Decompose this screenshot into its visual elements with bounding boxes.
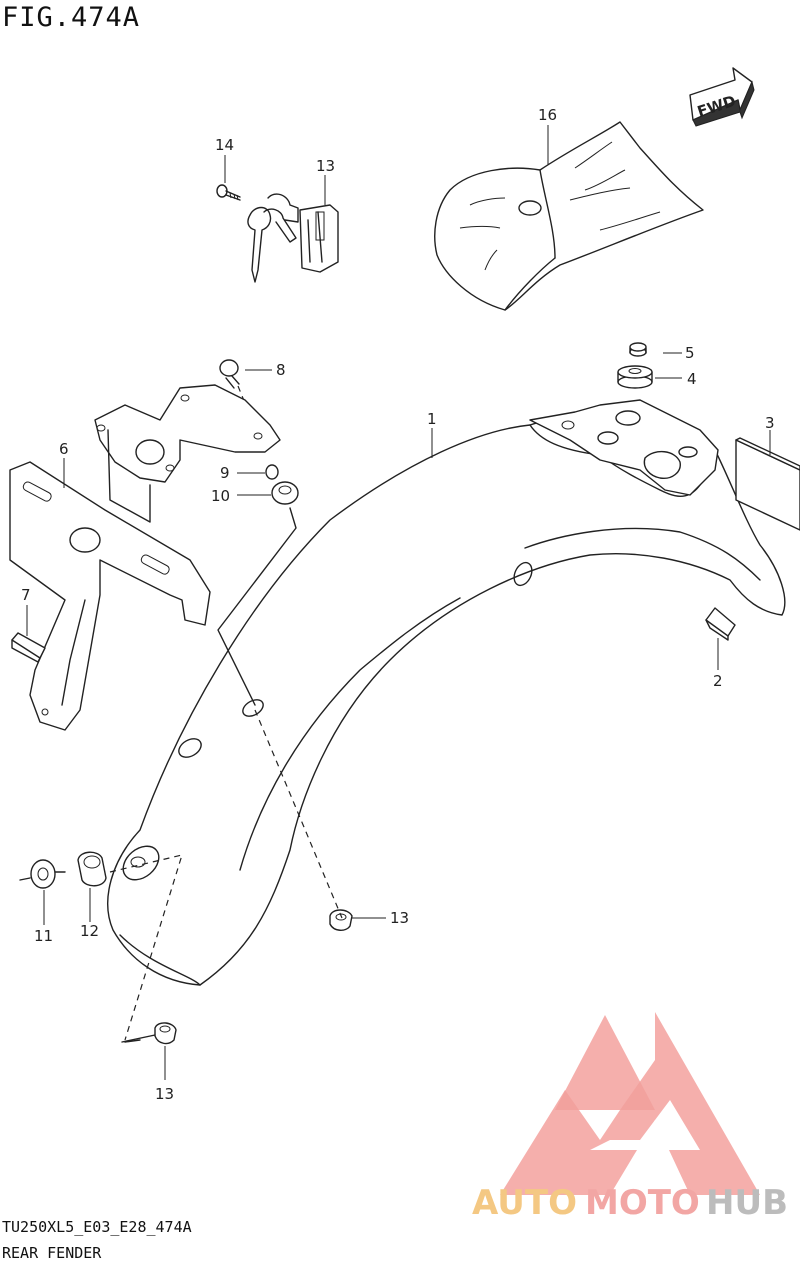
callout-9: 9 — [220, 464, 230, 482]
fwd-arrow-icon: FWD — [689, 67, 755, 127]
diagram-name: REAR FENDER — [2, 1244, 102, 1262]
callout-7: 7 — [21, 586, 31, 604]
callout-13-upper: 13 — [390, 909, 409, 927]
callout-13-lower: 13 — [155, 1085, 174, 1103]
callout-1: 1 — [427, 410, 437, 428]
watermark-moto: MOTO — [585, 1183, 700, 1223]
part-10-grommet — [271, 481, 299, 505]
part-16-cover — [434, 121, 704, 311]
callout-11: 11 — [34, 927, 53, 945]
part-3-plate — [735, 437, 800, 531]
callout-2: 2 — [713, 672, 723, 690]
part-6-license-bracket — [9, 429, 211, 731]
callout-12: 12 — [80, 922, 99, 940]
part-2-pad — [705, 607, 736, 641]
callout-4: 4 — [687, 370, 697, 388]
diagram-code: TU250XL5_E03_E28_474A — [2, 1218, 192, 1236]
figure-title: FIG.474A — [2, 2, 141, 33]
leader-lines — [19, 125, 771, 1080]
part-9-nut — [265, 464, 279, 480]
part-14-lock-set — [247, 193, 339, 283]
watermark-auto: AUTO — [472, 1183, 577, 1223]
part-7-clip — [11, 632, 46, 663]
callout-8: 8 — [276, 361, 286, 379]
callout-16: 16 — [538, 106, 557, 124]
automotohub-logo: AUTO MOTO HUB — [472, 1012, 788, 1223]
callout-5: 5 — [685, 344, 695, 362]
seat-bracket — [94, 384, 281, 483]
part-5-collar — [629, 342, 647, 357]
part-13-nut-upper — [329, 909, 353, 931]
part-13-nut-lower — [154, 1022, 177, 1045]
callout-14: 13 — [316, 157, 335, 175]
part-12-spacer — [77, 851, 107, 887]
callout-15: 14 — [215, 136, 234, 154]
part-15-screw — [216, 184, 241, 201]
callout-3: 3 — [765, 414, 775, 432]
callout-labels: 14 13 16 8 9 10 5 4 3 1 2 6 7 11 12 13 1… — [21, 106, 775, 1103]
part-11-grommet — [30, 859, 66, 889]
part-1-rear-fender — [107, 399, 786, 986]
callout-6: 6 — [59, 440, 69, 458]
part-4-cushion — [617, 365, 653, 389]
watermark-hub: HUB — [706, 1183, 788, 1223]
callout-10: 10 — [211, 487, 230, 505]
